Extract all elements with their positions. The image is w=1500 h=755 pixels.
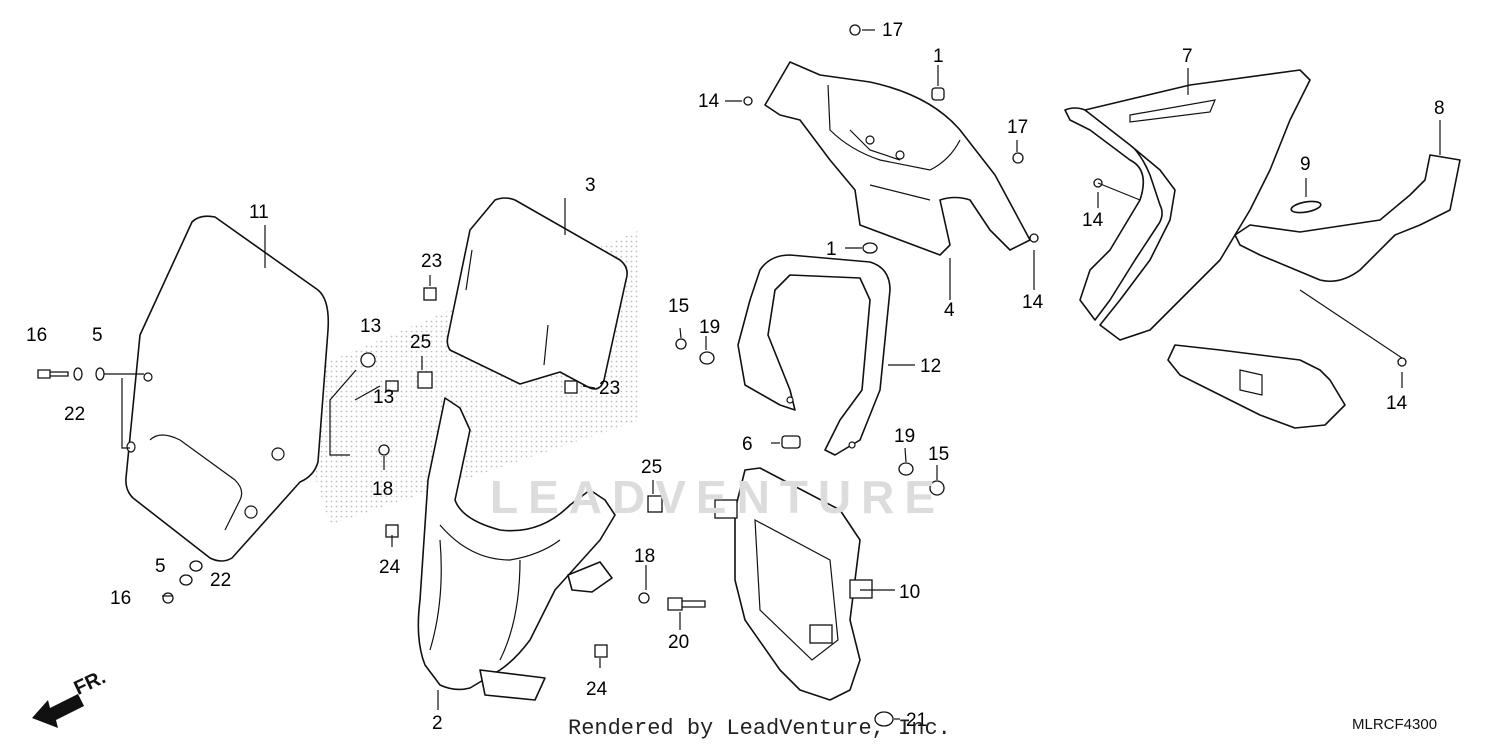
callout-17a[interactable]: 17 xyxy=(882,20,903,41)
callout-14c[interactable]: 14 xyxy=(1082,210,1104,231)
part-12-stay[interactable] xyxy=(737,254,891,456)
callout-2[interactable]: 2 xyxy=(432,713,443,734)
watermark: LEADVENTURE xyxy=(490,471,946,523)
callout-19b[interactable]: 19 xyxy=(894,426,915,447)
callout-15a[interactable]: 15 xyxy=(668,296,689,317)
front-arrow-icon xyxy=(32,694,84,728)
callout-12[interactable]: 12 xyxy=(920,356,941,377)
callout-16a[interactable]: 16 xyxy=(26,325,47,346)
callout-13b[interactable]: 13 xyxy=(373,387,394,408)
hardware xyxy=(37,24,1407,727)
callout-23a[interactable]: 23 xyxy=(421,251,442,272)
callout-20[interactable]: 20 xyxy=(668,632,689,653)
callout-10[interactable]: 10 xyxy=(899,582,920,603)
callout-6[interactable]: 6 xyxy=(742,434,753,455)
callouts: 11 3 2 4 7 8 9 10 12 17 17 1 1 14 14 14 … xyxy=(26,20,1445,734)
callout-22b[interactable]: 22 xyxy=(210,570,231,591)
callout-4[interactable]: 4 xyxy=(944,300,955,321)
callout-15b[interactable]: 15 xyxy=(928,444,949,465)
callout-17b[interactable]: 17 xyxy=(1007,117,1028,138)
part-3-screen[interactable] xyxy=(446,197,628,390)
callout-18b[interactable]: 18 xyxy=(634,546,655,567)
callout-8[interactable]: 8 xyxy=(1434,98,1445,119)
part-4-upper-cover[interactable] xyxy=(764,61,1031,256)
callout-14b[interactable]: 14 xyxy=(1022,292,1044,313)
callout-25b[interactable]: 25 xyxy=(641,457,662,478)
part-2-lower-cowl[interactable] xyxy=(417,397,616,701)
callout-23b[interactable]: 23 xyxy=(599,378,620,399)
callout-1a[interactable]: 1 xyxy=(933,46,944,67)
callout-5a[interactable]: 5 xyxy=(92,325,103,346)
callout-13a[interactable]: 13 xyxy=(360,316,381,337)
callout-16b[interactable]: 16 xyxy=(110,588,131,609)
callout-21[interactable]: 21 xyxy=(906,710,927,731)
part-8-lower-panel[interactable] xyxy=(1167,154,1461,429)
part-9-emblem[interactable] xyxy=(1290,199,1322,214)
callout-14d[interactable]: 14 xyxy=(1386,393,1408,414)
callout-3[interactable]: 3 xyxy=(585,175,596,196)
callout-1b[interactable]: 1 xyxy=(826,239,837,260)
callout-25a[interactable]: 25 xyxy=(410,332,431,353)
footer-credit: Rendered by LeadVenture, Inc. xyxy=(568,716,951,741)
callout-22a[interactable]: 22 xyxy=(64,404,85,425)
part-11-windscreen[interactable] xyxy=(125,215,330,562)
callout-11[interactable]: 11 xyxy=(249,202,269,223)
callout-9[interactable]: 9 xyxy=(1300,154,1311,175)
callout-18a[interactable]: 18 xyxy=(372,479,393,500)
callout-7[interactable]: 7 xyxy=(1182,46,1193,67)
callout-14a[interactable]: 14 xyxy=(698,91,720,112)
callout-19a[interactable]: 19 xyxy=(699,317,720,338)
part-7-side-panel[interactable] xyxy=(1064,69,1311,341)
leader-lines xyxy=(104,29,1441,720)
callout-24b[interactable]: 24 xyxy=(586,679,608,700)
callout-24a[interactable]: 24 xyxy=(379,557,401,578)
part-10-frame[interactable] xyxy=(714,467,873,701)
callout-5b[interactable]: 5 xyxy=(155,556,166,577)
diagram-code: MLRCF4300 xyxy=(1352,716,1438,733)
